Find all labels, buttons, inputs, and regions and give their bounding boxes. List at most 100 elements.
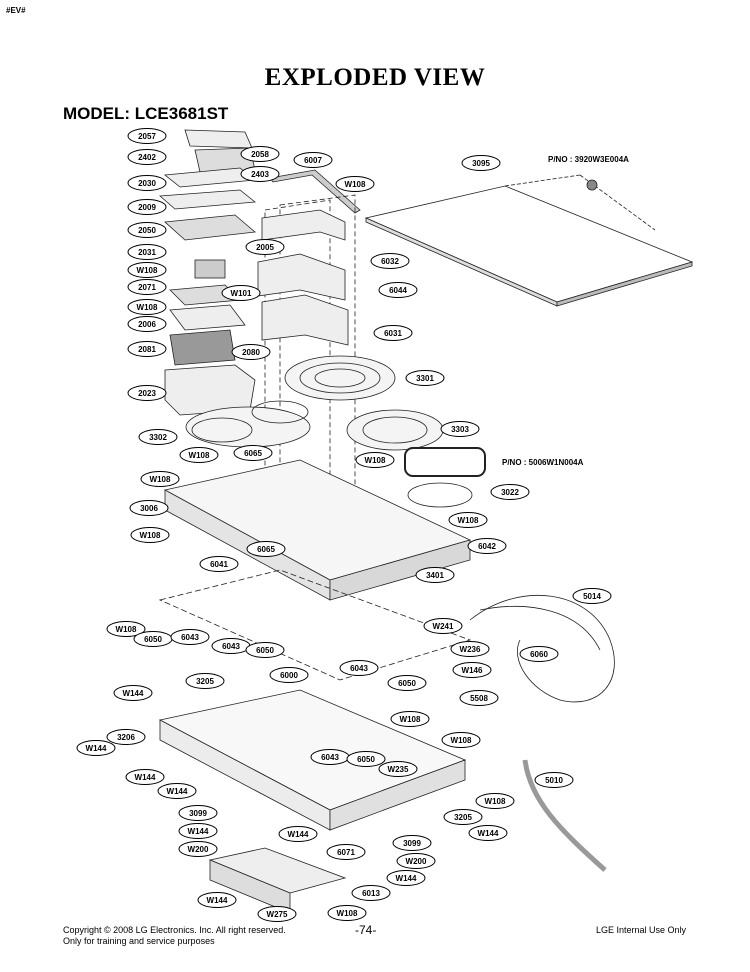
callout-label: 2071: [138, 283, 156, 292]
callout-label: 5014: [583, 592, 601, 601]
callout-5014: 5014: [572, 588, 612, 604]
callout-bubble: [415, 567, 455, 583]
page-title: EXPLODED VIEW: [264, 64, 486, 91]
callout-label: W144: [123, 689, 144, 698]
callout-6065: 6065: [233, 445, 273, 461]
callout-label: W200: [188, 845, 209, 854]
callout-2071: 2071: [127, 279, 167, 295]
callout-w108: W108: [335, 176, 375, 192]
callout-w275: W275: [257, 906, 297, 922]
callout-3401: 3401: [415, 567, 455, 583]
callout-w101: W101: [221, 285, 261, 301]
callout-w144: W144: [178, 823, 218, 839]
callout-label: 6044: [389, 286, 407, 295]
callout-w108: W108: [475, 793, 515, 809]
callout-label: W108: [365, 456, 386, 465]
callout-label: W108: [140, 531, 161, 540]
callout-6007: 6007: [293, 152, 333, 168]
callout-bubble: [127, 341, 167, 357]
callout-bubble: [370, 253, 410, 269]
callout-bubble: [572, 588, 612, 604]
callout-w108: W108: [130, 527, 170, 543]
callout-6032: 6032: [370, 253, 410, 269]
callout-bubble: [534, 772, 574, 788]
callout-bubble: [378, 282, 418, 298]
callout-label: 6065: [257, 545, 275, 554]
callout-bubble: [178, 841, 218, 857]
callout-label: 6050: [144, 635, 162, 644]
callout-bubble: [127, 299, 167, 315]
callout-label: W108: [189, 451, 210, 460]
callout-label: 3206: [117, 733, 135, 742]
callout-6043: 6043: [310, 749, 350, 765]
callout-bubble: [245, 239, 285, 255]
callout-label: 6043: [321, 753, 339, 762]
callout-label: 3022: [501, 488, 519, 497]
callout-bubble: [127, 279, 167, 295]
callout-2050: 2050: [127, 222, 167, 238]
callout-w144: W144: [386, 870, 426, 886]
callout-label: W108: [116, 625, 137, 634]
callout-3099: 3099: [178, 805, 218, 821]
callout-label: 6050: [398, 679, 416, 688]
callout-bubble: [127, 199, 167, 215]
callout-w108: W108: [327, 905, 367, 921]
callout-6043: 6043: [170, 629, 210, 645]
callout-w144: W144: [157, 783, 197, 799]
callout-bubble: [392, 835, 432, 851]
callout-bubble: [197, 892, 237, 908]
callout-label: 2403: [251, 170, 269, 179]
callout-w144: W144: [125, 769, 165, 785]
callout-6050: 6050: [387, 675, 427, 691]
callout-label: 6013: [362, 889, 380, 898]
callout-label: W108: [137, 266, 158, 275]
callout-2058: 2058: [240, 146, 280, 162]
header-tag: #EV#: [6, 6, 26, 15]
callout-3303: 3303: [440, 421, 480, 437]
callout-bubble: [245, 642, 285, 658]
glass-top-part: [364, 185, 694, 303]
callout-label: 6042: [478, 542, 496, 551]
callout-w108: W108: [140, 471, 180, 487]
callout-label: W108: [451, 736, 472, 745]
callout-bubble: [199, 556, 239, 572]
callout-label: 2031: [138, 248, 156, 257]
part-number-gasket: P/NO : 5006W1N004A: [502, 458, 584, 467]
callout-bubble: [138, 429, 178, 445]
callout-bubble: [386, 870, 426, 886]
callout-label: 6031: [384, 329, 402, 338]
callout-6071: 6071: [326, 844, 366, 860]
callout-label: 3095: [472, 159, 490, 168]
callout-6000: 6000: [269, 667, 309, 683]
callout-label: W144: [167, 787, 188, 796]
callout-label: W108: [150, 475, 171, 484]
callout-label: W144: [288, 830, 309, 839]
callout-label: W236: [460, 645, 481, 654]
callout-2030: 2030: [127, 175, 167, 191]
callout-label: W144: [188, 827, 209, 836]
callout-bubble: [127, 316, 167, 332]
callout-bubble: [185, 673, 225, 689]
callout-bubble: [423, 618, 463, 634]
callout-bubble: [387, 675, 427, 691]
callout-label: 3303: [451, 425, 469, 434]
callout-label: W275: [267, 910, 288, 919]
callout-3006: 3006: [129, 500, 169, 516]
callout-2081: 2081: [127, 341, 167, 357]
callout-bubble: [269, 667, 309, 683]
callout-bubble: [240, 166, 280, 182]
callout-5010: 5010: [534, 772, 574, 788]
callout-6065: 6065: [246, 541, 286, 557]
callout-3206: 3206: [106, 729, 146, 745]
callout-6042: 6042: [467, 538, 507, 554]
callout-label: 3006: [140, 504, 158, 513]
callout-6013: 6013: [351, 885, 391, 901]
callout-6043: 6043: [339, 660, 379, 676]
callout-bubble: [179, 447, 219, 463]
callout-w108: W108: [448, 512, 488, 528]
callout-label: 2057: [138, 132, 156, 141]
footer-internal: LGE Internal Use Only: [596, 925, 687, 935]
callout-w146: W146: [452, 662, 492, 678]
callout-label: 2050: [138, 226, 156, 235]
callout-w200: W200: [396, 853, 436, 869]
